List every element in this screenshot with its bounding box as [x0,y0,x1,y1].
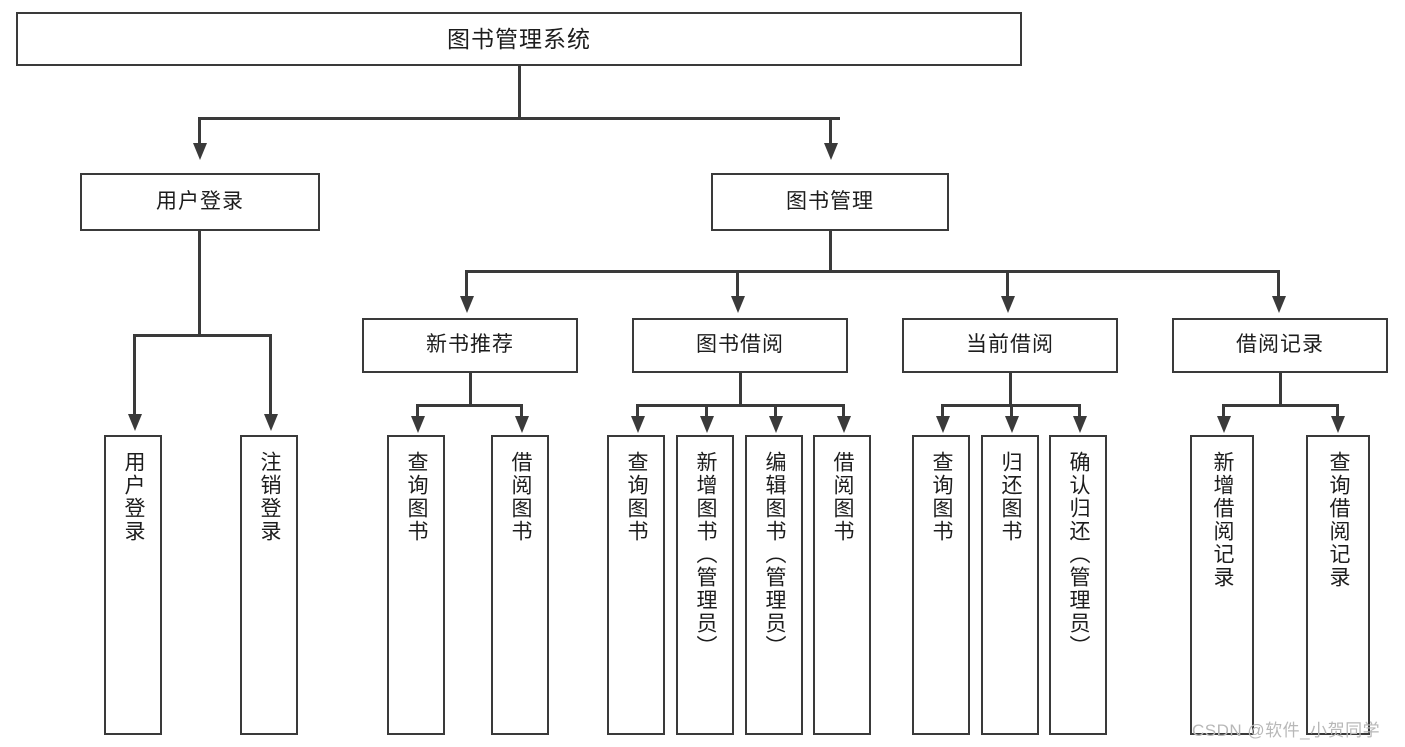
connector-nb-drop-1 [416,404,419,418]
connector-bm-drop-1 [465,270,468,298]
connector-book-manage-stem [829,231,832,272]
leaf-nb-query-book[interactable]: 查询图书 [387,435,445,735]
arrow-to-cb-confirm-return [1073,416,1087,433]
connector-root-bus [198,117,840,120]
leaf-bb-edit-book-label: 编辑图书（管理员） [763,451,787,658]
node-root-system[interactable]: 图书管理系统 [16,12,1022,66]
leaf-cb-return-book[interactable]: 归还图书 [981,435,1039,735]
arrow-to-leaf-user-login [128,414,142,431]
arrow-to-nb-query-book [411,416,425,433]
node-book-borrow[interactable]: 图书借阅 [632,318,848,373]
connector-bb-stem [739,373,742,406]
connector-user-login-drop-1 [133,334,136,416]
leaf-br-add-record-label: 新增借阅记录 [1211,451,1235,589]
connector-bm-drop-3 [1006,270,1009,298]
connector-cb-drop-3 [1078,404,1081,418]
arrow-to-bb-borrow-book [837,416,851,433]
leaf-bb-query-book-label: 查询图书 [625,451,649,543]
connector-user-login-stem [198,231,201,336]
connector-bb-drop-2 [705,404,708,418]
connector-root-drop-left [198,117,201,145]
connector-br-drop-1 [1222,404,1225,418]
arrow-to-book-manage [824,143,838,160]
leaf-cb-confirm-return-label: 确认归还（管理员） [1067,451,1091,658]
arrow-to-borrow-record [1272,296,1286,313]
connector-root-drop-right [829,117,832,145]
csdn-watermark: CSDN @软件_小贺同学 [1192,721,1381,740]
node-book-manage[interactable]: 图书管理 [711,173,949,231]
arrow-to-borrow-book [731,296,745,313]
node-borrow-record[interactable]: 借阅记录 [1172,318,1388,373]
leaf-nb-borrow-book-label: 借阅图书 [509,451,533,543]
leaf-logout[interactable]: 注销登录 [240,435,298,735]
leaf-cb-return-book-label: 归还图书 [999,451,1023,543]
connector-bm-drop-2 [736,270,739,298]
node-new-book-recommend[interactable]: 新书推荐 [362,318,578,373]
arrow-to-nb-borrow-book [515,416,529,433]
connector-root-stem [518,66,521,119]
arrow-to-user-login [193,143,207,160]
leaf-user-login[interactable]: 用户登录 [104,435,162,735]
connector-cb-drop-1 [941,404,944,418]
leaf-bb-borrow-book-label: 借阅图书 [831,451,855,543]
connector-user-login-drop-2 [269,334,272,416]
leaf-logout-label: 注销登录 [258,451,282,543]
connector-newbook-stem [469,373,472,406]
connector-br-stem [1279,373,1282,406]
leaf-br-query-record[interactable]: 查询借阅记录 [1306,435,1370,735]
leaf-cb-confirm-return[interactable]: 确认归还（管理员） [1049,435,1107,735]
connector-bb-drop-1 [636,404,639,418]
connector-bb-drop-4 [842,404,845,418]
leaf-cb-query-book[interactable]: 查询图书 [912,435,970,735]
connector-user-login-bus [133,334,271,337]
arrow-to-bb-add-book [700,416,714,433]
node-current-borrow[interactable]: 当前借阅 [902,318,1118,373]
leaf-br-query-record-label: 查询借阅记录 [1327,451,1351,589]
arrow-to-leaf-logout [264,414,278,431]
connector-nb-drop-2 [520,404,523,418]
arrow-to-bb-edit-book [769,416,783,433]
leaf-user-login-label: 用户登录 [122,451,146,543]
arrow-to-br-query-record [1331,416,1345,433]
arrow-to-current-borrow [1001,296,1015,313]
connector-bm-drop-4 [1277,270,1280,298]
arrow-to-bb-query-book [631,416,645,433]
connector-bb-drop-3 [774,404,777,418]
arrow-to-cb-query-book [936,416,950,433]
leaf-br-add-record[interactable]: 新增借阅记录 [1190,435,1254,735]
connector-book-manage-bus [465,270,1279,273]
connector-br-bus [1222,404,1338,407]
connector-bb-bus [636,404,844,407]
connector-newbook-bus [416,404,522,407]
leaf-nb-query-book-label: 查询图书 [405,451,429,543]
leaf-bb-query-book[interactable]: 查询图书 [607,435,665,735]
leaf-bb-add-book[interactable]: 新增图书（管理员） [676,435,734,735]
connector-br-drop-2 [1336,404,1339,418]
connector-cb-stem [1009,373,1012,406]
leaf-nb-borrow-book[interactable]: 借阅图书 [491,435,549,735]
leaf-cb-query-book-label: 查询图书 [930,451,954,543]
leaf-bb-borrow-book[interactable]: 借阅图书 [813,435,871,735]
arrow-to-cb-return-book [1005,416,1019,433]
connector-cb-drop-2 [1010,404,1013,418]
arrow-to-new-book [460,296,474,313]
leaf-bb-edit-book[interactable]: 编辑图书（管理员） [745,435,803,735]
arrow-to-br-add-record [1217,416,1231,433]
node-user-login[interactable]: 用户登录 [80,173,320,231]
leaf-bb-add-book-label: 新增图书（管理员） [694,451,718,658]
